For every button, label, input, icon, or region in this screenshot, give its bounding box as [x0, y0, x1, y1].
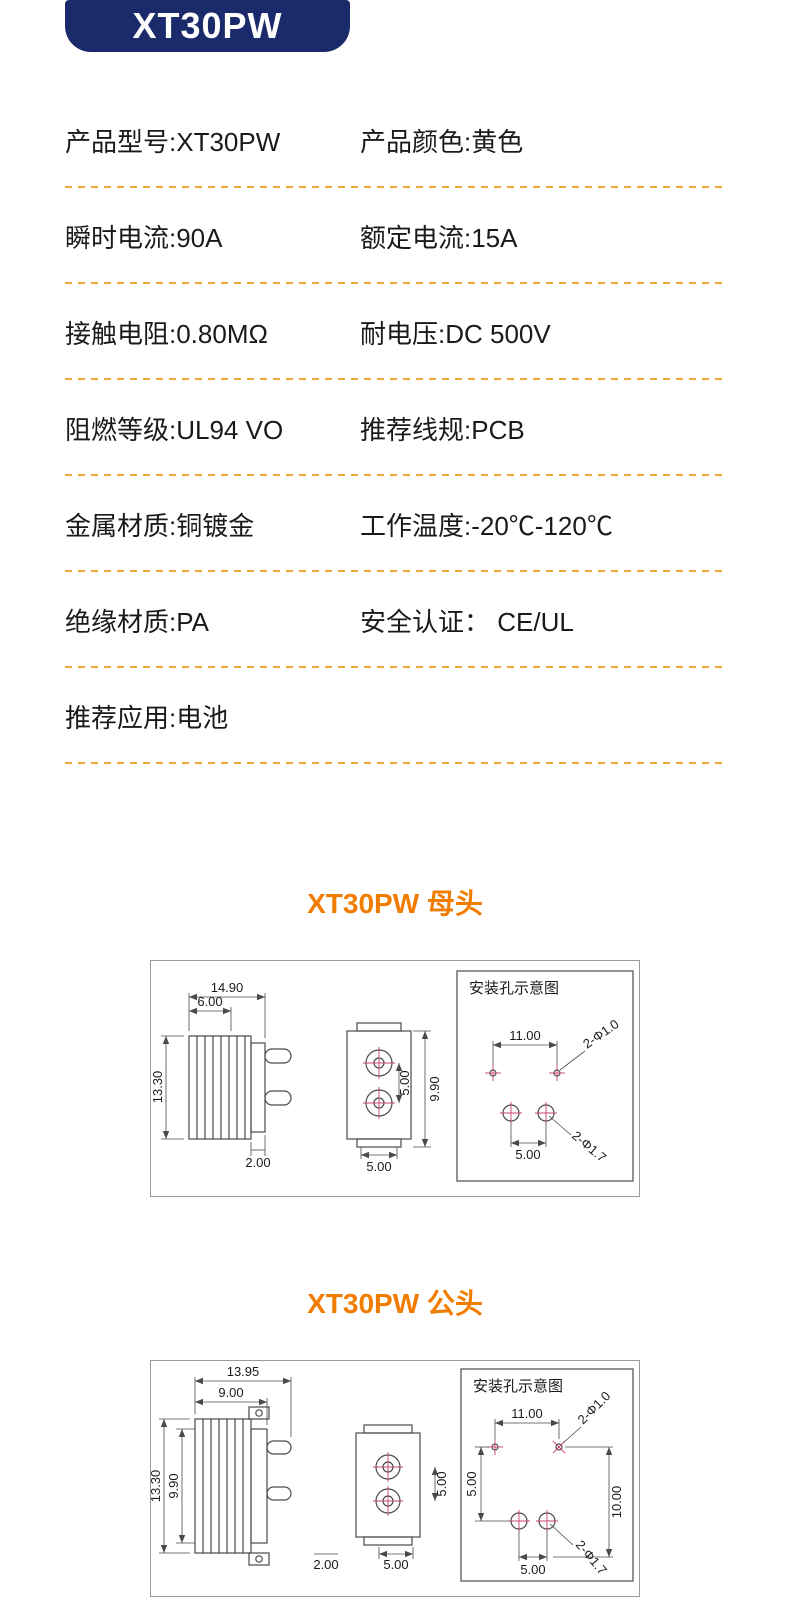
spec-cell-left: 产品型号:XT30PW: [65, 126, 281, 157]
female-mount-dim-lines: [492, 1041, 586, 1147]
female-dim-mount-hole-spacing: 11.00: [509, 1028, 541, 1043]
female-dim-overall-width: 14.90: [211, 980, 244, 995]
female-drawing-box: 14.90 6.00 13.30 2.00: [150, 960, 640, 1197]
spec-cell-right: 耐电压:DC 500V: [360, 318, 551, 349]
female-dim-height: 13.30: [151, 1071, 165, 1104]
spec-cell-left: 推荐应用:电池: [65, 702, 229, 733]
spec-row: 推荐应用:电池: [65, 668, 725, 764]
female-dim-top-width: 6.00: [197, 994, 222, 1009]
female-dim-large-hole-spacing: 5.00: [515, 1147, 540, 1162]
spec-row: 接触电阻:0.80MΩ 耐电压:DC 500V: [65, 284, 725, 380]
female-top-view-center-marks: [363, 1047, 395, 1119]
spec-cell-right: 推荐线规:PCB: [360, 414, 525, 445]
male-dim-large-hole-spacing: 5.00: [520, 1562, 545, 1577]
spec-row: 绝缘材质:PA 安全认证： CE/UL: [65, 572, 725, 668]
female-side-dim-lines: [161, 993, 266, 1156]
spec-row: 阻燃等级:UL94 VO 推荐线规:PCB: [65, 380, 725, 476]
female-dim-pin-offset: 2.00: [245, 1155, 270, 1170]
male-dim-mount-hole-spacing: 11.00: [511, 1406, 543, 1421]
spec-cell-left: 绝缘材质:PA: [65, 606, 209, 637]
female-mount-center-marks: [485, 1065, 565, 1124]
female-dim-large-holes: 2-Φ1.7: [569, 1128, 609, 1165]
female-dim-hole-pitch: 5.00: [397, 1070, 412, 1095]
spec-cell-left: 阻燃等级:UL94 VO: [65, 414, 284, 445]
female-dim-body-depth: 9.90: [427, 1076, 442, 1101]
male-top-view-center-marks: [373, 1452, 403, 1516]
male-mount-diagram-title: 安装孔示意图: [473, 1377, 563, 1395]
female-dimension-drawing: 14.90 6.00 13.30 2.00: [151, 970, 634, 1182]
spec-row: 瞬时电流:90A 额定电流:15A: [65, 188, 725, 284]
male-dim-small-holes: 2-Φ1.0: [575, 1388, 614, 1427]
spec-row: 产品型号:XT30PW 产品颜色:黄色: [65, 92, 725, 188]
male-dim-inner-height: 9.90: [166, 1473, 181, 1498]
spec-cell-right: 产品颜色:黄色: [360, 126, 524, 157]
spec-cell-left: 金属材质:铜镀金: [65, 510, 255, 541]
female-section-title: XT30PW 母头: [307, 888, 483, 919]
male-dim-top-width: 9.00: [218, 1385, 243, 1400]
male-dim-pin-offset: 2.00: [313, 1557, 338, 1572]
female-dim-bottom-pitch: 5.00: [366, 1159, 391, 1174]
female-mount-diagram: [456, 970, 634, 1182]
male-side-dim-lines: [159, 1377, 338, 1555]
spec-table: 产品型号:XT30PW 产品颜色:黄色 瞬时电流:90A 额定电流:15A 接触…: [65, 52, 725, 764]
male-dim-bottom-pitch: 5.00: [383, 1557, 408, 1572]
product-title-badge: XT30PW: [65, 0, 350, 52]
male-section-title: XT30PW 公头: [307, 1288, 483, 1319]
female-side-view: [188, 1035, 292, 1140]
male-dim-total-height: 10.00: [609, 1486, 624, 1519]
male-top-view: [355, 1424, 421, 1546]
spec-cell-right: 额定电流:15A: [360, 222, 518, 253]
male-dim-height: 13.30: [151, 1470, 163, 1503]
spec-cell-left: 瞬时电流:90A: [65, 222, 223, 253]
male-dim-row-spacing: 5.00: [464, 1471, 479, 1496]
male-dimension-drawing: 13.95 9.00 13.30 9.90 2.00: [151, 1364, 634, 1582]
product-title: XT30PW: [132, 5, 283, 46]
spec-cell-right: 安全认证： CE/UL: [360, 606, 574, 637]
male-dim-large-holes: 2-Φ1.7: [573, 1537, 610, 1577]
female-dim-small-holes: 2-Φ1.0: [580, 1016, 621, 1051]
female-mount-diagram-title: 安装孔示意图: [469, 979, 559, 997]
spec-cell-right: 工作温度:-20℃-120℃: [360, 510, 613, 541]
male-top-view-dim-lines: [378, 1467, 439, 1559]
spec-row: 金属材质:铜镀金 工作温度:-20℃-120℃: [65, 476, 725, 572]
male-side-view: [194, 1406, 292, 1566]
male-dim-overall-width: 13.95: [227, 1364, 260, 1379]
male-mount-center-marks: [487, 1439, 566, 1532]
male-drawing-box: 13.95 9.00 13.30 9.90 2.00: [150, 1360, 640, 1597]
male-dim-hole-pitch: 5.00: [434, 1471, 449, 1496]
spec-cell-left: 接触电阻:0.80MΩ: [65, 318, 268, 349]
male-mount-dim-lines: [475, 1419, 613, 1561]
female-top-view-dim-lines: [360, 1030, 431, 1159]
